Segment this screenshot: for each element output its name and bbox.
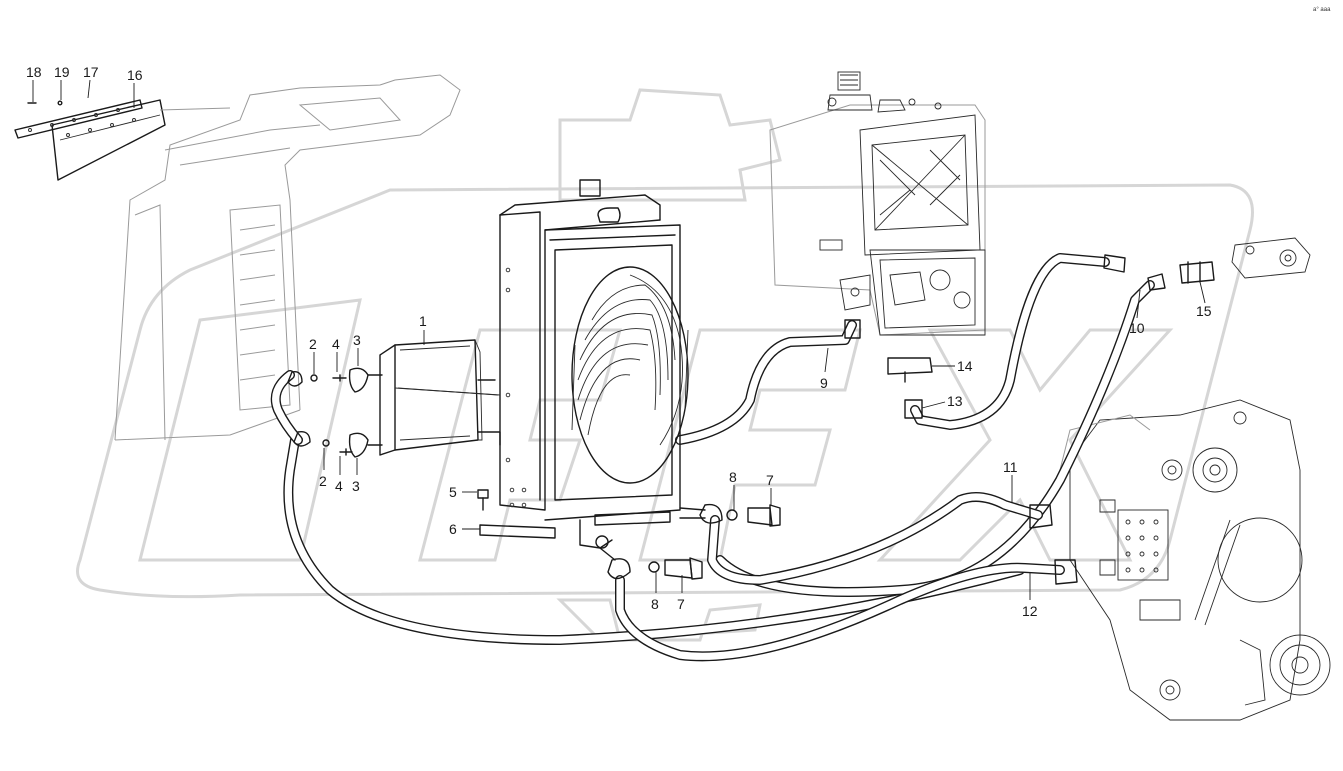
callout-2-upper: 2 <box>309 336 317 352</box>
callout-12: 12 <box>1022 603 1038 619</box>
oil-cooler <box>287 339 501 458</box>
callout-18: 18 <box>26 64 42 80</box>
callout-9: 9 <box>820 375 828 391</box>
hose-end-bracket <box>1231 237 1311 279</box>
hydraulic-tank <box>769 71 986 336</box>
transmission <box>1059 399 1331 721</box>
radiator <box>479 179 706 561</box>
valve-block-bolts <box>1125 519 1159 573</box>
callout-7-upper: 7 <box>766 472 774 488</box>
callout-16: 16 <box>127 67 143 83</box>
callout-labels: 18 19 17 16 1 2 4 3 2 4 3 5 6 8 7 8 7 9 … <box>26 64 1212 619</box>
callout-8-upper: 8 <box>729 469 737 485</box>
callout-14: 14 <box>957 358 973 374</box>
callout-8-lower: 8 <box>651 596 659 612</box>
callout-19: 19 <box>54 64 70 80</box>
callout-6: 6 <box>449 521 457 537</box>
watermark-logo <box>76 88 1254 642</box>
callout-2-lower: 2 <box>319 473 327 489</box>
reference-lines <box>397 387 499 396</box>
callout-10: 10 <box>1129 320 1145 336</box>
bolt-5 <box>477 489 489 511</box>
callout-17: 17 <box>83 64 99 80</box>
cover-plates <box>14 99 231 181</box>
leader-lines <box>32 79 1206 600</box>
machine-frame <box>114 74 461 441</box>
callout-13: 13 <box>947 393 963 409</box>
callout-7-lower: 7 <box>677 596 685 612</box>
callout-3-upper: 3 <box>353 332 361 348</box>
callout-1: 1 <box>419 313 427 329</box>
callout-4-lower: 4 <box>335 478 343 494</box>
callout-4-upper: 4 <box>332 336 340 352</box>
callout-5: 5 <box>449 484 457 500</box>
hose-fittings <box>607 254 1215 585</box>
corner-code: a° aaa <box>1313 7 1331 13</box>
callout-3-lower: 3 <box>352 478 360 494</box>
callout-15: 15 <box>1196 303 1212 319</box>
hose-assemblies <box>270 253 1155 662</box>
callout-11: 11 <box>1003 459 1018 475</box>
